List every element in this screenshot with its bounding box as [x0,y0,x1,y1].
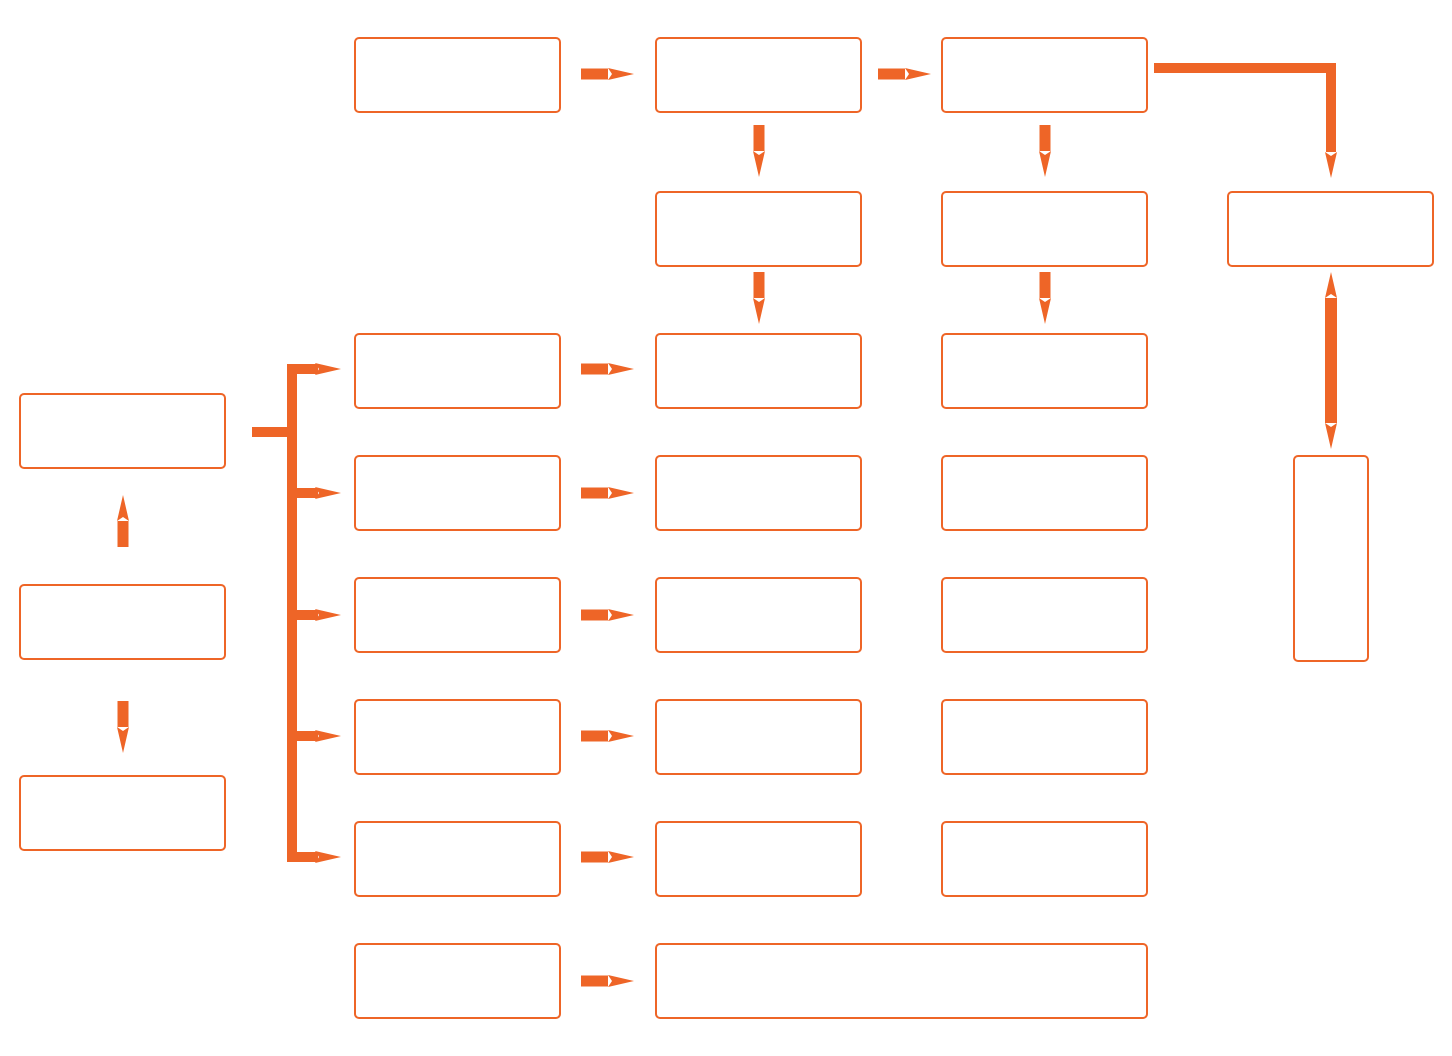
bracket-arrowhead-2 [315,487,341,499]
arrowhead-n6-n9 [1325,423,1337,449]
bracket-arrowhead-1 [315,363,341,375]
node-box-n19 [655,455,862,531]
node-box-n22 [655,821,862,897]
node-box-n3 [941,37,1148,113]
arrow-n11-n12-shaft [117,701,129,727]
node-box-n20 [655,577,862,653]
node-box-n11 [19,584,226,660]
connector-layer [117,63,1337,987]
arrow-n2-n3-head [905,68,931,80]
node-box-n10 [19,393,226,469]
node-box-n13 [354,333,561,409]
arrow-n16-n21-head [608,730,634,742]
node-layer [19,37,1434,1019]
arrow-n18-n28-shaft [581,975,608,987]
bracket-arrowhead-3 [315,609,341,621]
node-box-n28 [655,943,1148,1019]
arrow-n11-n10-shaft [117,521,129,547]
node-box-n9 [1293,455,1369,662]
arrow-n5-n8-shaft [1039,272,1051,298]
node-box-n7 [655,333,862,409]
arrowhead-n3-n6 [1325,152,1337,178]
arrow-n1-n2-shaft [581,68,608,80]
arrow-n15-n20-head [608,609,634,621]
node-box-n26 [941,821,1148,897]
node-box-n5 [941,191,1148,267]
node-box-n23 [941,455,1148,531]
node-box-n24 [941,577,1148,653]
arrow-n5-n8-head [1039,298,1051,324]
arrow-n4-n7-shaft [753,272,765,298]
node-box-n15 [354,577,561,653]
arrow-n2-n3-shaft [878,68,905,80]
node-box-n6 [1227,191,1434,267]
connector-n3-n6 [1154,63,1336,152]
arrow-n2-n4-head [753,151,765,177]
node-box-n16 [354,699,561,775]
node-box-n18 [354,943,561,1019]
arrow-n18-n28-head [608,975,634,987]
node-box-n12 [19,775,226,851]
node-box-n21 [655,699,862,775]
arrow-n14-n19-shaft [581,487,608,499]
arrow-n3-n5-shaft [1039,125,1051,151]
arrow-n17-n22-head [608,851,634,863]
bracket-arrowhead-5 [315,851,341,863]
bracket-arrowhead-4 [315,730,341,742]
node-box-n1 [354,37,561,113]
arrow-n3-n5-head [1039,151,1051,177]
arrow-n16-n21-shaft [581,730,608,742]
arrow-n2-n4-shaft [753,125,765,151]
node-box-n14 [354,455,561,531]
node-box-n4 [655,191,862,267]
node-box-n2 [655,37,862,113]
arrow-n11-n10-head [117,495,129,521]
arrow-n13-n7-shaft [581,363,608,375]
arrow-n11-n12-head [117,727,129,753]
arrow-n13-n7-head [608,363,634,375]
arrow-n17-n22-shaft [581,851,608,863]
node-box-n17 [354,821,561,897]
arrow-n4-n7-head [753,298,765,324]
arrow-n15-n20-shaft [581,609,608,621]
node-box-n25 [941,699,1148,775]
arrow-n1-n2-head [608,68,634,80]
arrowhead-n9-n6 [1325,272,1337,298]
arrow-n14-n19-head [608,487,634,499]
node-box-n8 [941,333,1148,409]
